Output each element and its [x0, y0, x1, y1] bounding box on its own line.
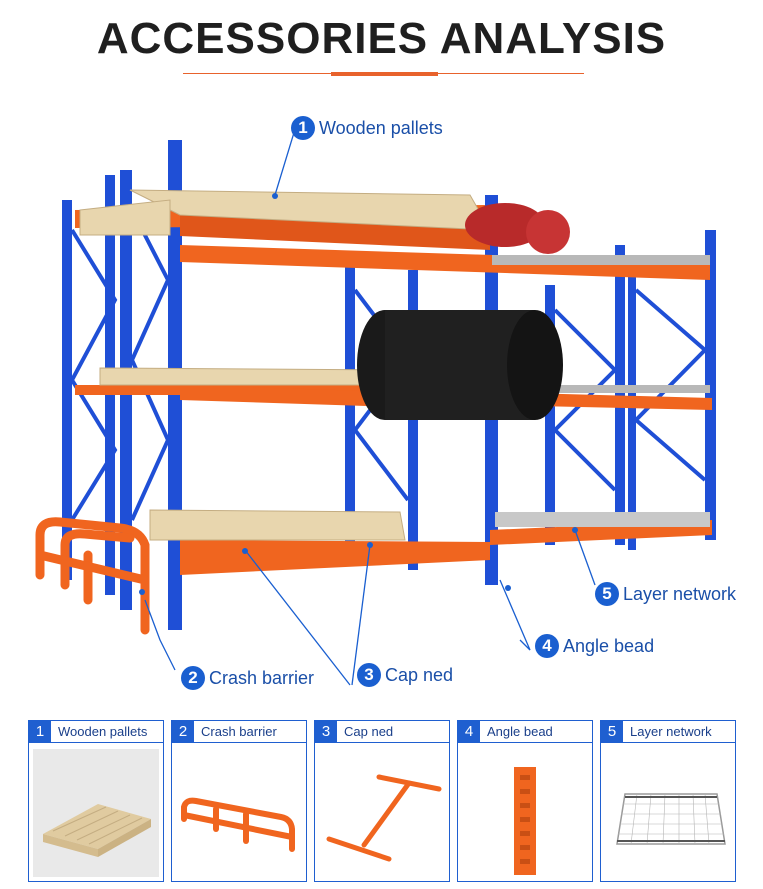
card-crash-barrier: 2 Crash barrier: [171, 720, 307, 882]
callout-number: 4: [535, 634, 559, 658]
cable-spool: [465, 203, 570, 254]
title-divider-accent: [331, 72, 438, 76]
wooden-pallet-image: [33, 749, 159, 877]
card-number: 1: [29, 720, 51, 743]
layer-network-image: [605, 749, 731, 877]
callout-crash-barrier: 2 Crash barrier: [181, 666, 314, 690]
accessory-cards: 1 Wooden pallets 2 Crash barrier: [28, 720, 736, 882]
callout-number: 5: [595, 582, 619, 606]
card-number: 4: [458, 720, 480, 743]
pallets: [79, 189, 491, 541]
card-number: 5: [601, 720, 623, 743]
card-number: 2: [172, 720, 194, 743]
angle-bead-image: [462, 749, 588, 877]
card-header: 4 Angle bead: [458, 720, 592, 743]
card-angle-bead: 4 Angle bead: [457, 720, 593, 882]
card-title: Layer network: [630, 724, 712, 739]
card-header: 2 Crash barrier: [172, 720, 306, 743]
card-cap-ned: 3 Cap ned: [314, 720, 450, 882]
card-title: Angle bead: [487, 724, 553, 739]
callout-wooden-pallets: 1 Wooden pallets: [291, 116, 443, 140]
card-header: 1 Wooden pallets: [29, 720, 163, 743]
card-title: Crash barrier: [201, 724, 277, 739]
callout-label: Layer network: [623, 583, 737, 604]
crash-barrier-image: [176, 749, 302, 877]
callout-lines: [144, 125, 596, 686]
callout-label: Cap ned: [385, 664, 454, 685]
callout-label: Wooden pallets: [319, 117, 443, 138]
page-title: ACCESSORIES ANALYSIS: [96, 14, 667, 63]
card-title: Wooden pallets: [58, 724, 148, 739]
callout-number: 1: [291, 116, 315, 140]
cap-ned-image: [319, 749, 445, 877]
callout-label: Angle bead: [563, 635, 655, 656]
racking-illustration: [35, 125, 716, 686]
callout-number: 2: [181, 666, 205, 690]
card-title: Cap ned: [344, 724, 394, 739]
callout-dots: [139, 193, 578, 595]
card-layer-network: 5 Layer network: [600, 720, 736, 882]
callout-label: Crash barrier: [209, 667, 315, 688]
callout-number: 3: [357, 663, 381, 687]
card-header: 3 Cap ned: [315, 720, 449, 743]
callout-angle-bead: 4 Angle bead: [535, 634, 654, 658]
crash-barrier: [35, 517, 150, 635]
callout-cap-ned: 3 Cap ned: [357, 663, 453, 687]
callout-layer-network: 5 Layer network: [595, 582, 736, 606]
card-number: 3: [315, 720, 337, 743]
tires: [357, 310, 563, 420]
card-header: 5 Layer network: [601, 720, 735, 743]
card-wooden-pallets: 1 Wooden pallets: [28, 720, 164, 882]
